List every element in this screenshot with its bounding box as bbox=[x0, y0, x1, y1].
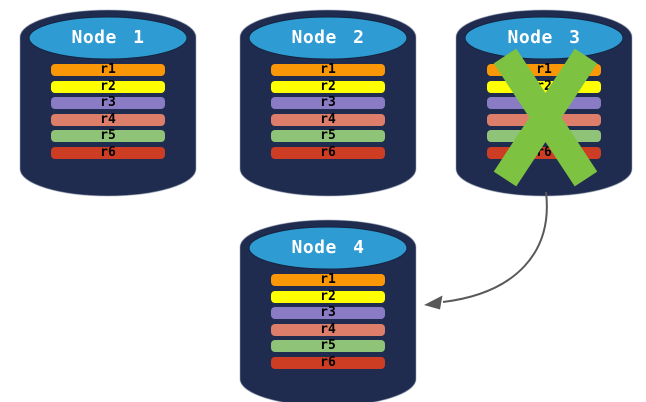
record-bar-r5: r5 bbox=[271, 338, 385, 354]
record-bar-r6: r6 bbox=[487, 144, 601, 160]
node-title: Node 2 bbox=[291, 27, 365, 48]
record-bar-r5: r5 bbox=[51, 128, 165, 144]
node-title: Node 4 bbox=[291, 237, 365, 258]
node-title: Node 1 bbox=[71, 27, 145, 48]
record-label: r5 bbox=[320, 128, 336, 144]
record-bar-r6: r6 bbox=[271, 144, 385, 160]
record-label: r2 bbox=[320, 78, 336, 94]
record-label: r6 bbox=[320, 144, 336, 160]
record-bar-r3: r3 bbox=[271, 95, 385, 111]
record-label: r4 bbox=[100, 111, 116, 127]
record-label: r5 bbox=[536, 128, 552, 144]
record-bar-r4: r4 bbox=[271, 111, 385, 127]
arrowhead-icon bbox=[424, 295, 443, 310]
record-bar-r1: r1 bbox=[51, 62, 165, 77]
record-label: r5 bbox=[320, 338, 336, 354]
record-bar-r2: r2 bbox=[271, 288, 385, 304]
record-label: r2 bbox=[320, 288, 336, 304]
record-bar-r5: r5 bbox=[487, 128, 601, 144]
record-bar-r1: r1 bbox=[271, 62, 385, 77]
record-bar-r3: r3 bbox=[271, 305, 385, 321]
record-bar-r1: r1 bbox=[271, 272, 385, 287]
record-bar-r2: r2 bbox=[271, 78, 385, 94]
record-bar-r4: r4 bbox=[51, 111, 165, 127]
record-label: r3 bbox=[320, 305, 336, 321]
record-bar-r4: r4 bbox=[487, 111, 601, 127]
record-label: r3 bbox=[100, 95, 116, 111]
record-label: r5 bbox=[100, 128, 116, 144]
record-label: r6 bbox=[100, 144, 116, 160]
record-label: r3 bbox=[320, 95, 336, 111]
record-label: r2 bbox=[536, 78, 552, 94]
record-bar-r6: r6 bbox=[271, 354, 385, 370]
node-title: Node 3 bbox=[507, 27, 581, 48]
record-label: r6 bbox=[536, 144, 552, 160]
record-label: r1 bbox=[100, 62, 116, 77]
record-label: r4 bbox=[320, 111, 336, 127]
record-bar-r6: r6 bbox=[51, 144, 165, 160]
record-label: r4 bbox=[320, 321, 336, 337]
record-bar-r1: r1 bbox=[487, 62, 601, 77]
record-label: r2 bbox=[100, 78, 116, 94]
record-label: r1 bbox=[536, 62, 552, 77]
record-label: r4 bbox=[536, 111, 552, 127]
record-bar-r3: r3 bbox=[487, 95, 601, 111]
record-bar-r2: r2 bbox=[51, 78, 165, 94]
record-label: r1 bbox=[320, 272, 336, 287]
record-bar-r2: r2 bbox=[487, 78, 601, 94]
record-label: r6 bbox=[320, 354, 336, 370]
record-bar-r5: r5 bbox=[271, 128, 385, 144]
record-bar-r3: r3 bbox=[51, 95, 165, 111]
record-label: r1 bbox=[320, 62, 336, 77]
record-label: r3 bbox=[536, 95, 552, 111]
record-bar-r4: r4 bbox=[271, 321, 385, 337]
